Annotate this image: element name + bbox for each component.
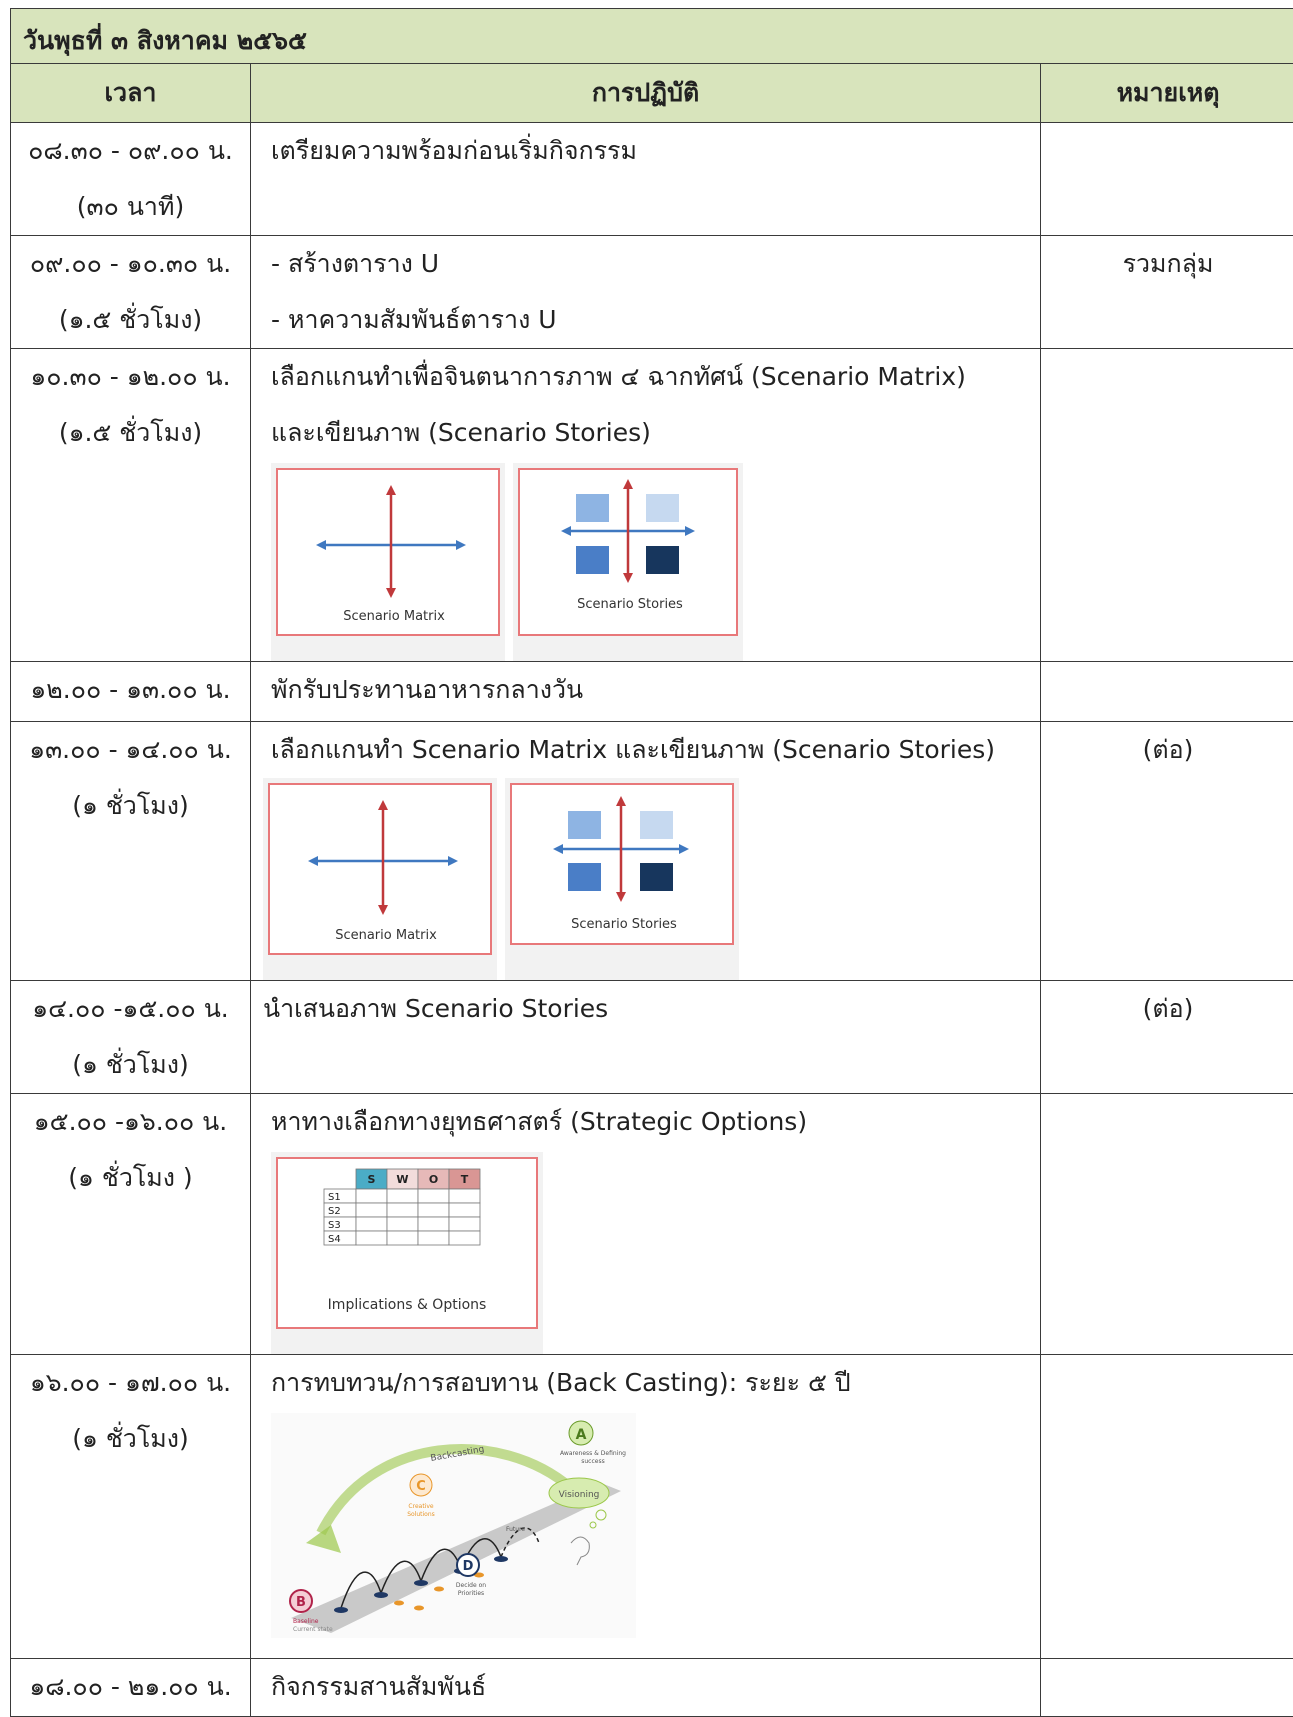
time-cell: ๑๓.๐๐ - ๑๔.๐๐ น.(๑ ชั่วโมง) — [11, 722, 251, 981]
scenario-matrix-image: Scenario Matrix — [263, 778, 497, 980]
label-c-text1: Creative — [408, 1503, 433, 1510]
table-row: ๑๒.๐๐ - ๑๓.๐๐ น. พักรับประทานอาหารกลางวั… — [11, 662, 1293, 722]
stories-label: Scenario Stories — [571, 917, 677, 932]
date-header: วันพุธที่ ๓ สิงหาคม ๒๕๖๕ — [11, 9, 1293, 64]
label-a-text2: success — [581, 1458, 604, 1465]
swot-cell — [387, 1231, 418, 1245]
table-row: ๑๕.๐๐ -๑๖.๐๐ น.(๑ ชั่วโมง ) หาทางเลือกทา… — [11, 1094, 1293, 1355]
label-b-text2: Current state — [293, 1626, 333, 1633]
col-header-note: หมายเหตุ — [1041, 64, 1293, 123]
activity-cell: นำเสนอภาพ Scenario Stories — [251, 981, 1041, 1094]
swot-col-label: S — [368, 1173, 376, 1186]
label-c-text2: Solutions — [407, 1511, 435, 1518]
activity-cell: เตรียมความพร้อมก่อนเริ่มกิจกรรม — [251, 123, 1041, 236]
swot-cell — [418, 1231, 449, 1245]
activity-cell: พักรับประทานอาหารกลางวัน — [251, 662, 1041, 722]
note-cell — [1041, 662, 1293, 722]
swot-row-label: S1 — [328, 1192, 341, 1203]
swot-cell — [356, 1189, 387, 1203]
swot-caption: Implications & Options — [328, 1297, 487, 1313]
matrix-label: Scenario Matrix — [335, 928, 437, 943]
col-header-time: เวลา — [11, 64, 251, 123]
swot-cell — [356, 1203, 387, 1217]
swot-cell — [418, 1189, 449, 1203]
time-cell: ๑๔.๐๐ -๑๕.๐๐ น.(๑ ชั่วโมง) — [11, 981, 251, 1094]
time-cell: ๑๘.๐๐ - ๒๑.๐๐ น. — [11, 1659, 251, 1717]
label-d: D — [463, 1559, 474, 1574]
backcasting-image: Backcasting — [271, 1413, 1040, 1658]
swot-cell — [449, 1231, 480, 1245]
note-cell: (ต่อ) — [1041, 722, 1293, 981]
table-row: ๐๙.๐๐ - ๑๐.๓๐ น.(๑.๕ ชั่วโมง) - สร้างตาร… — [11, 236, 1293, 349]
swot-row-label: S4 — [328, 1234, 341, 1245]
activity-cell: หาทางเลือกทางยุทธศาสตร์ (Strategic Optio… — [251, 1094, 1041, 1355]
table-row: ๑๐.๓๐ - ๑๒.๐๐ น.(๑.๕ ชั่วโมง) เลือกแกนทำ… — [11, 349, 1293, 662]
scenario-stories-image: Scenario Stories — [505, 778, 739, 980]
activity-cell: - สร้างตาราง U- หาความสัมพันธ์ตาราง U — [251, 236, 1041, 349]
time-cell: ๐๙.๐๐ - ๑๐.๓๐ น.(๑.๕ ชั่วโมง) — [11, 236, 251, 349]
note-cell — [1041, 1355, 1293, 1659]
table-row: ๑๔.๐๐ -๑๕.๐๐ น.(๑ ชั่วโมง) นำเสนอภาพ Sce… — [11, 981, 1293, 1094]
activity-cell: เลือกแกนทำ Scenario Matrix และเขียนภาพ (… — [251, 722, 1041, 981]
swot-cell — [418, 1203, 449, 1217]
table-row: ๐๘.๓๐ - ๐๙.๐๐ น.(๓๐ นาที) เตรียมความพร้อ… — [11, 123, 1293, 236]
time-cell: ๐๘.๓๐ - ๐๙.๐๐ น.(๓๐ นาที) — [11, 123, 251, 236]
activity-cell: เลือกแกนทำเพื่อจินตนาการภาพ ๔ ฉากทัศน์ (… — [251, 349, 1041, 662]
activity-cell: กิจกรรมสานสัมพันธ์ — [251, 1659, 1041, 1717]
swot-cell — [387, 1203, 418, 1217]
swot-col-label: O — [429, 1173, 438, 1186]
swot-col-label: T — [461, 1173, 469, 1186]
label-d-text2: Priorities — [458, 1590, 484, 1597]
swot-cell — [356, 1231, 387, 1245]
label-c: C — [416, 1479, 426, 1494]
swot-cell — [449, 1189, 480, 1203]
note-cell — [1041, 349, 1293, 662]
time-cell: ๑๐.๓๐ - ๑๒.๐๐ น.(๑.๕ ชั่วโมง) — [11, 349, 251, 662]
table-row: ๑๖.๐๐ - ๑๗.๐๐ น.(๑ ชั่วโมง) การทบทวน/การ… — [11, 1355, 1293, 1659]
swot-cell — [356, 1217, 387, 1231]
time-cell: ๑๖.๐๐ - ๑๗.๐๐ น.(๑ ชั่วโมง) — [11, 1355, 251, 1659]
label-b: B — [296, 1595, 306, 1610]
label-a: A — [576, 1427, 587, 1443]
scenario-matrix-image: Scenario Matrix — [271, 463, 505, 661]
label-b-text1: Baseline — [293, 1618, 319, 1625]
swot-cell — [387, 1217, 418, 1231]
schedule-table: วันพุธที่ ๓ สิงหาคม ๒๕๖๕ เวลา การปฏิบัติ… — [10, 8, 1293, 1717]
swot-cell — [449, 1217, 480, 1231]
label-d-text1: Decide on — [456, 1582, 486, 1589]
time-cell: ๑๕.๐๐ -๑๖.๐๐ น.(๑ ชั่วโมง ) — [11, 1094, 251, 1355]
time-cell: ๑๒.๐๐ - ๑๓.๐๐ น. — [11, 662, 251, 722]
col-header-activity: การปฏิบัติ — [251, 64, 1041, 123]
swot-cell — [387, 1189, 418, 1203]
note-cell — [1041, 1659, 1293, 1717]
note-cell — [1041, 1094, 1293, 1355]
note-cell: รวมกลุ่ม — [1041, 236, 1293, 349]
future-label: Future — [506, 1526, 525, 1533]
scenario-stories-image: Scenario Stories — [513, 463, 743, 661]
swot-cell — [418, 1217, 449, 1231]
note-cell: (ต่อ) — [1041, 981, 1293, 1094]
swot-row-label: S3 — [328, 1220, 341, 1231]
swot-row-label: S2 — [328, 1206, 341, 1217]
swot-col-label: W — [396, 1173, 408, 1186]
table-row: ๑๓.๐๐ - ๑๔.๐๐ น.(๑ ชั่วโมง) เลือกแกนทำ S… — [11, 722, 1293, 981]
note-cell — [1041, 123, 1293, 236]
cloud-label: Visioning — [559, 1490, 600, 1500]
stories-label: Scenario Stories — [577, 597, 683, 612]
matrix-label: Scenario Matrix — [343, 609, 445, 624]
activity-cell: การทบทวน/การสอบทาน (Back Casting): ระยะ … — [251, 1355, 1041, 1659]
swot-cell — [449, 1203, 480, 1217]
table-row: ๑๘.๐๐ - ๒๑.๐๐ น. กิจกรรมสานสัมพันธ์ — [11, 1659, 1293, 1717]
label-a-text1: Awareness & Defining — [560, 1450, 626, 1457]
